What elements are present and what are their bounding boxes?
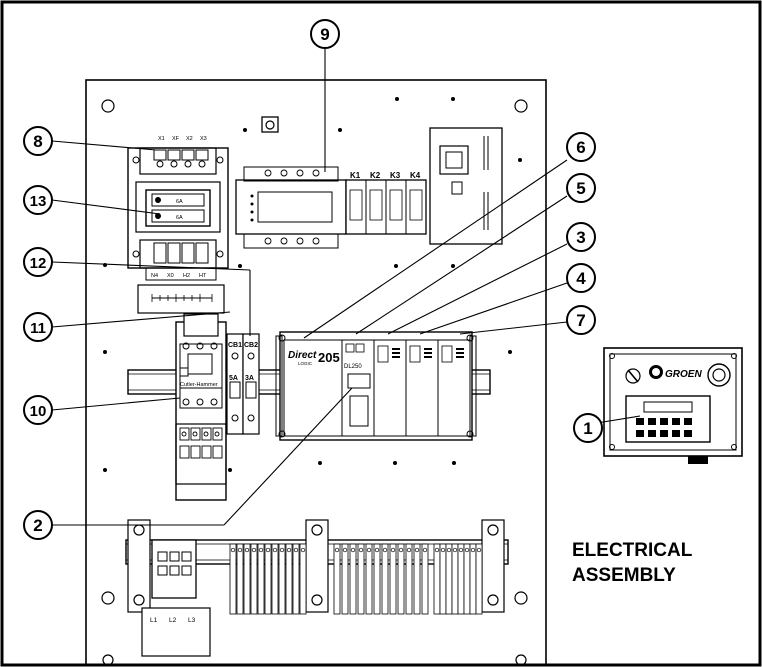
main-disconnect-block [151, 539, 197, 599]
callout-2: 2 [23, 510, 53, 540]
svg-text:Direct: Direct [288, 350, 317, 361]
svg-text:5A: 5A [229, 375, 238, 382]
svg-text:CB2: CB2 [244, 342, 258, 349]
title-line-2: ASSEMBLY [572, 565, 676, 586]
svg-text:L2: L2 [169, 617, 177, 624]
contactor [175, 313, 227, 501]
callout-5: 5 [566, 173, 596, 203]
svg-text:6: 6 [576, 138, 585, 157]
callout-12: 12 [23, 247, 53, 277]
trim-pot [261, 116, 279, 133]
callout-8: 8 [23, 126, 53, 156]
relay-module [235, 166, 427, 249]
svg-text:3: 3 [576, 228, 585, 247]
svg-text:3A: 3A [245, 375, 254, 382]
svg-text:7: 7 [576, 311, 585, 330]
callout-7: 7 [566, 305, 596, 335]
title-line-1: ELECTRICAL [572, 540, 693, 561]
svg-text:L3: L3 [188, 617, 196, 624]
svg-text:8: 8 [33, 132, 42, 151]
panel-brand: GROEN [665, 369, 702, 380]
callout-4: 4 [566, 263, 596, 293]
svg-text:L1: L1 [150, 617, 158, 624]
transformer [127, 147, 229, 269]
svg-text:1: 1 [583, 419, 592, 438]
terminal-strip [229, 543, 483, 615]
callout-11: 11 [23, 312, 53, 342]
leader-lines [51, 48, 641, 526]
svg-text:K3: K3 [390, 171, 401, 180]
callout-3: 3 [566, 222, 596, 252]
transformer-top-terminals: X1 XF X2 X3 [158, 136, 207, 142]
svg-text:6A: 6A [176, 199, 183, 205]
callout-13: 13 [23, 185, 53, 215]
svg-text:X1: X1 [158, 136, 165, 142]
svg-text:K2: K2 [370, 171, 381, 180]
power-supply-board [429, 127, 503, 245]
back-panel [85, 79, 547, 666]
svg-text:12: 12 [30, 255, 47, 272]
power-label-plate: L1 L2 L3 [141, 607, 211, 657]
callout-1: 1 [573, 413, 603, 443]
contactor-brand: Cutler-Hammer [180, 382, 218, 388]
svg-text:XF: XF [172, 136, 180, 142]
svg-text:9: 9 [320, 25, 329, 44]
svg-text:X2: X2 [186, 136, 193, 142]
scale-plate [137, 284, 225, 314]
circuit-breakers [226, 333, 260, 435]
svg-text:6A: 6A [176, 215, 183, 221]
plc-brand-label: Direct LOGIC 205 DL250 [288, 350, 362, 370]
svg-text:K1: K1 [350, 171, 361, 180]
svg-text:H2: H2 [183, 273, 190, 279]
transformer-bottom-label-strip: N4 X0 H2 HT [145, 267, 217, 281]
din-rail-lower [125, 519, 509, 613]
svg-text:10: 10 [30, 403, 47, 420]
svg-text:4: 4 [576, 269, 586, 288]
fuse-labels: 6A 6A [176, 199, 183, 221]
plc-rack [275, 331, 477, 441]
operator-control-panel [603, 347, 743, 464]
relay-labels: K1 K2 K3 K4 [350, 171, 421, 180]
svg-text:X0: X0 [167, 273, 174, 279]
callout-6: 6 [566, 132, 596, 162]
svg-text:CB1: CB1 [228, 342, 242, 349]
breaker-labels: CB1 CB2 5A 3A [228, 342, 258, 382]
svg-text:DL250: DL250 [344, 364, 362, 370]
svg-text:11: 11 [30, 320, 46, 337]
callout-10: 10 [23, 395, 53, 425]
svg-text:2: 2 [33, 516, 42, 535]
svg-text:5: 5 [576, 179, 585, 198]
svg-text:N4: N4 [151, 273, 158, 279]
svg-text:K4: K4 [410, 171, 421, 180]
svg-text:HT: HT [199, 273, 207, 279]
svg-text:205: 205 [318, 350, 340, 365]
callout-9: 9 [310, 19, 340, 49]
svg-text:X3: X3 [200, 136, 207, 142]
svg-text:LOGIC: LOGIC [298, 361, 313, 366]
svg-text:13: 13 [30, 193, 47, 210]
